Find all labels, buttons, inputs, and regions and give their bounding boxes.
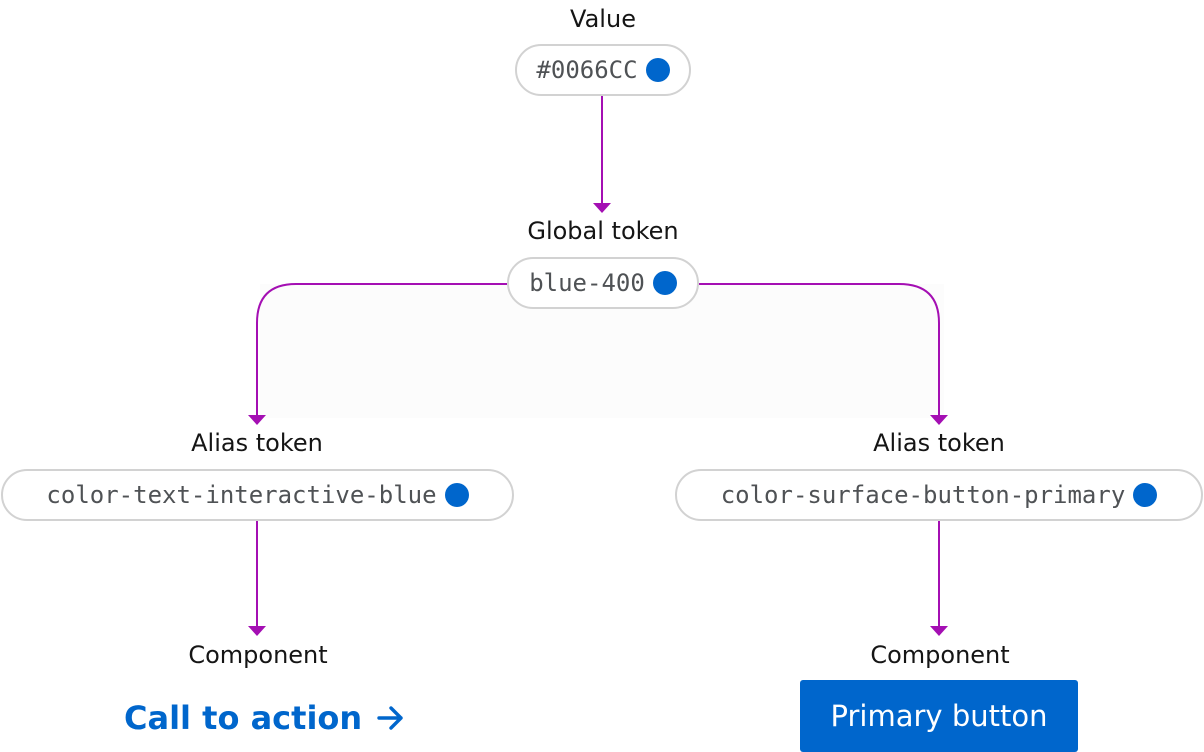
connector-arrowheads: [248, 203, 948, 636]
color-swatch-icon: [1133, 483, 1158, 507]
alias-token-left-text: color-text-interactive-blue: [46, 481, 437, 509]
alias-token-right-label: Alias token: [873, 429, 1005, 457]
color-swatch-icon: [645, 58, 670, 82]
connector-paths: [256, 96, 940, 628]
alias-token-left-pill: color-text-interactive-blue: [1, 469, 514, 521]
value-token-pill: #0066CC: [515, 44, 691, 96]
value-label: Value: [570, 5, 636, 33]
alias-token-left-label: Alias token: [191, 429, 323, 457]
primary-button[interactable]: Primary button: [800, 680, 1078, 752]
global-token-label: Global token: [527, 217, 679, 245]
component-right-label: Component: [870, 641, 1010, 669]
alias-token-right-pill: color-surface-button-primary: [675, 469, 1203, 521]
arrow-right-icon: [377, 706, 403, 730]
global-token-pill: blue-400: [507, 257, 699, 309]
call-to-action-link[interactable]: Call to action: [124, 697, 406, 739]
value-token-text: #0066CC: [536, 56, 638, 84]
arrowhead-component-right: [930, 626, 948, 636]
connector-global-to-alias-left: [256, 283, 507, 416]
connector-global-to-alias-right: [699, 283, 940, 416]
arrowhead-alias-right: [930, 415, 948, 425]
component-left-label: Component: [188, 641, 328, 669]
call-to-action-text: Call to action: [124, 699, 363, 737]
arrowhead-component-left: [248, 626, 266, 636]
alias-token-right-text: color-surface-button-primary: [720, 481, 1126, 509]
color-swatch-icon: [444, 483, 469, 507]
arrowhead-global: [593, 203, 611, 213]
color-swatch-icon: [652, 271, 677, 295]
arrowhead-alias-left: [248, 415, 266, 425]
global-token-text: blue-400: [529, 269, 645, 297]
